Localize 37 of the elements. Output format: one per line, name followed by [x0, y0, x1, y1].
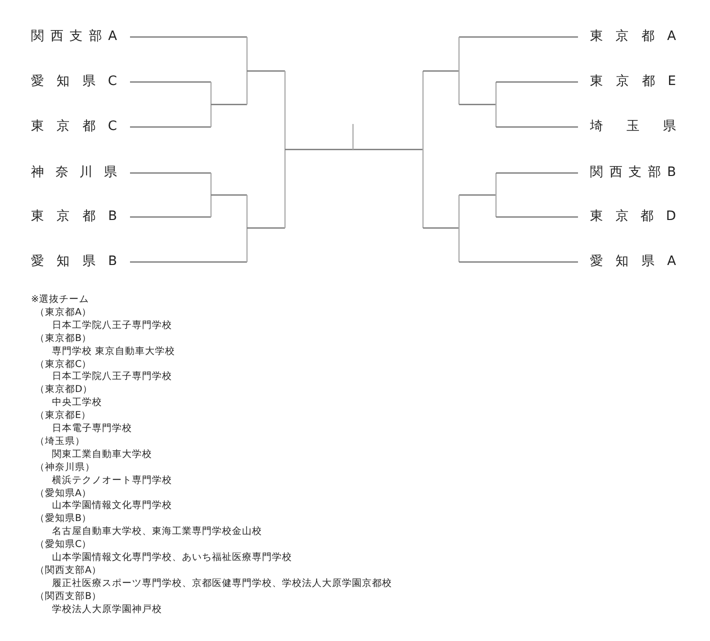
school-name: 日本工学院八王子専門学校	[52, 320, 172, 332]
team-name: 神奈川県	[31, 165, 117, 181]
team-heading: （関西支部A）	[35, 564, 102, 577]
team-name: 東京都A	[590, 29, 676, 45]
team-name: 東京都D	[590, 209, 676, 225]
school-name: 日本工学院八王子専門学校	[52, 371, 172, 384]
team-name: 東京都B	[31, 209, 117, 225]
school-name: 中央工学校	[52, 397, 102, 410]
school-name: 山本学園情報文化専門学校	[52, 500, 172, 512]
school-name: 履正社医療スポーツ専門学校、京都医健専門学校、学校法人大原学園京都校	[52, 578, 392, 590]
team-heading: （東京都D）	[35, 384, 92, 396]
team-heading: （東京都B）	[35, 332, 92, 345]
team-name: 埼玉県	[590, 119, 676, 135]
team-heading: （東京都E）	[35, 410, 92, 422]
school-name: 名古屋自動車大学校、東海工業専門学校金山校	[52, 526, 262, 538]
team-name: 愛知県B	[31, 254, 117, 270]
team-heading: （東京都C）	[35, 358, 92, 370]
team-heading: （愛知県A）	[35, 488, 92, 500]
note-heading: ※選抜チーム	[31, 294, 89, 306]
school-name: 専門学校 東京自動車大学校	[52, 346, 176, 358]
team-name: 関西支部A	[31, 29, 117, 45]
team-name: 愛知県A	[590, 254, 676, 270]
school-name: 日本電子専門学校	[52, 423, 132, 435]
team-name: 東京都E	[590, 74, 676, 90]
team-heading: （関西支部B）	[35, 590, 102, 603]
school-name: 学校法人大原学園神戸校	[52, 604, 162, 616]
team-heading: （愛知県C）	[35, 539, 92, 552]
school-name: 関東工業自動車大学校	[52, 448, 152, 461]
school-name: 横浜テクノオート専門学校	[52, 474, 172, 487]
team-name: 東京都C	[31, 119, 117, 135]
school-name: 山本学園情報文化専門学校、あいち福祉医療専門学校	[52, 552, 292, 564]
team-name: 愛知県C	[31, 74, 117, 90]
team-heading: （東京都A）	[35, 306, 92, 319]
team-heading: （神奈川県）	[35, 462, 95, 474]
team-heading: （埼玉県）	[35, 436, 85, 448]
team-heading: （愛知県B）	[35, 513, 92, 526]
team-name: 関西支部B	[590, 165, 676, 181]
